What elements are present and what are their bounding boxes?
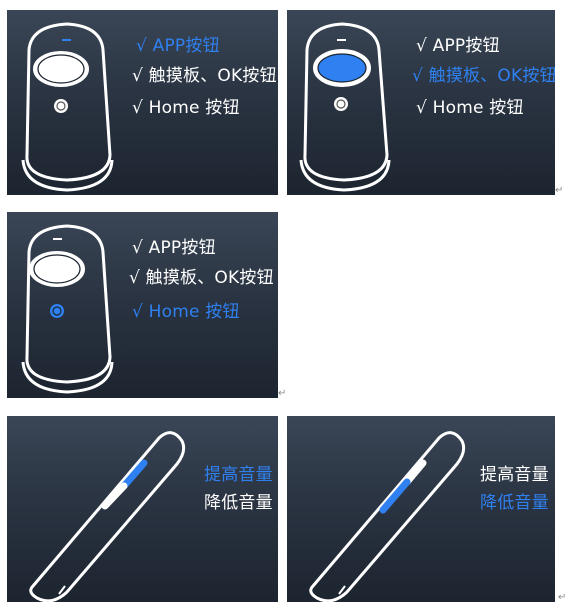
volume-down-button-icon bbox=[379, 478, 411, 514]
paragraph-mark: ↵ bbox=[555, 185, 564, 196]
volume-up-button-icon bbox=[403, 459, 427, 486]
home-button-icon bbox=[50, 304, 64, 318]
label-home-button: √ Home 按钮 bbox=[416, 98, 524, 118]
home-button-icon bbox=[334, 97, 348, 111]
home-button-icon bbox=[54, 99, 68, 113]
remote-panel-home-button: √ APP按钮 √ 触摸板、OK按钮 √ Home 按钮 bbox=[7, 212, 278, 398]
remote-side-illustration bbox=[29, 431, 186, 602]
paragraph-mark: ↵ bbox=[278, 388, 287, 399]
label-app-button: √ APP按钮 bbox=[136, 36, 220, 56]
remote-front-illustration bbox=[21, 224, 114, 394]
remote-front-illustration bbox=[21, 22, 114, 192]
label-home-button: √ Home 按钮 bbox=[132, 98, 240, 118]
remote-side-illustration bbox=[309, 431, 466, 602]
label-volume-up: 提高音量 bbox=[204, 465, 273, 485]
label-volume-up: 提高音量 bbox=[480, 465, 549, 485]
remote-panel-touchpad: √ APP按钮 √ 触摸板、OK按钮 √ Home 按钮 bbox=[287, 10, 555, 195]
label-touchpad-ok: √ 触摸板、OK按钮 bbox=[412, 66, 555, 86]
label-touchpad-ok: √ 触摸板、OK按钮 bbox=[132, 66, 277, 86]
label-home-button: √ Home 按钮 bbox=[132, 302, 240, 322]
label-volume-down: 降低音量 bbox=[204, 493, 273, 513]
label-app-button: √ APP按钮 bbox=[416, 36, 500, 56]
remote-front-illustration bbox=[299, 22, 391, 192]
paragraph-mark: ↵ bbox=[558, 592, 567, 603]
remote-panel-app-button: √ APP按钮 √ 触摸板、OK按钮 √ Home 按钮 bbox=[7, 10, 278, 195]
volume-up-button-icon bbox=[120, 459, 148, 490]
volume-down-button-icon bbox=[101, 482, 128, 510]
label-volume-down: 降低音量 bbox=[480, 493, 549, 513]
remote-panel-volume-up: 提高音量 降低音量 bbox=[7, 416, 278, 602]
remote-panel-volume-down: 提高音量 降低音量 bbox=[287, 416, 555, 602]
label-app-button: √ APP按钮 bbox=[132, 238, 216, 258]
label-touchpad-ok: √ 触摸板、OK按钮 bbox=[129, 268, 274, 288]
